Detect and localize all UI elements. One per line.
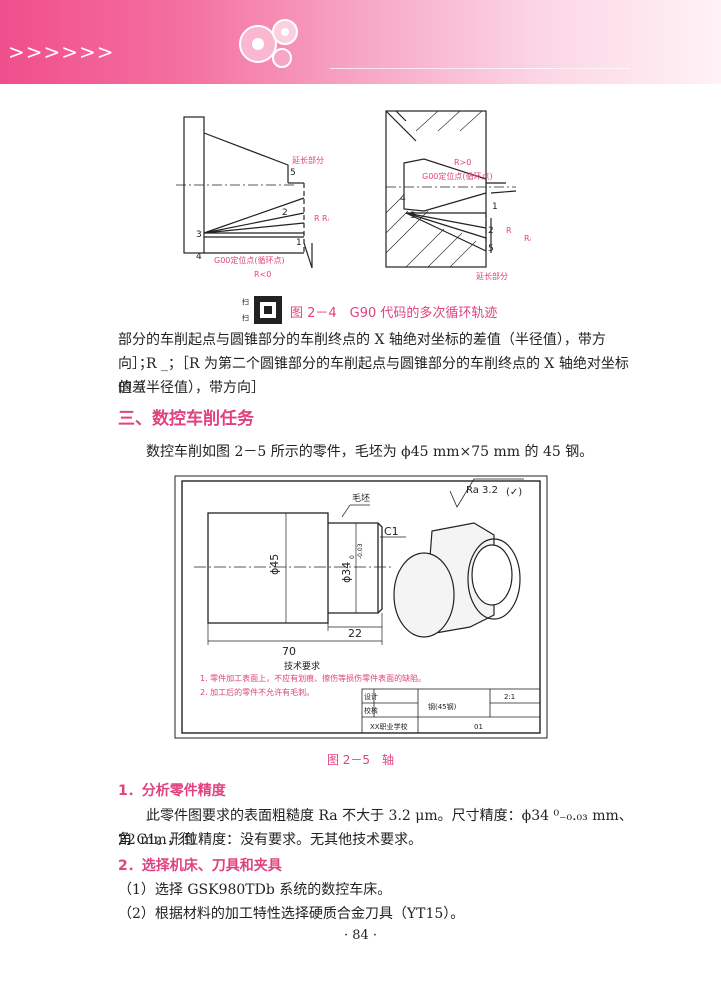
tech-title: 技术要求 (284, 660, 320, 672)
step2-item-1: （1）选择 GSK980TDb 系统的数控车床。 (118, 882, 392, 898)
section-heading: 三、数控车削任务 (118, 409, 254, 429)
label-r-lt0: R<0 (254, 270, 271, 279)
svg-text:XX职业学校: XX职业学校 (370, 722, 408, 731)
svg-text:Rᵢ: Rᵢ (322, 214, 329, 223)
paragraph-line-2: R _；［R 为第二个圆锥部分的车削起点与圆锥部分的车削终点的 X 轴绝对坐标的… (118, 356, 629, 396)
svg-text:R: R (506, 226, 512, 235)
tech-item-2: 2. 加工后的零件不允许有毛刺。 (200, 687, 314, 697)
step2-item-2: （2）根据材料的加工特性选择硬质合金刀具（YT15）。 (118, 906, 465, 922)
svg-text:5: 5 (290, 168, 296, 178)
svg-text:3: 3 (196, 230, 202, 240)
dim-phi45: ϕ45 (268, 554, 281, 575)
svg-text:2:1: 2:1 (504, 693, 515, 701)
svg-text:校核: 校核 (364, 706, 378, 715)
page-number: · 84 · (343, 928, 378, 943)
svg-text:2: 2 (488, 226, 494, 236)
paragraph-line-1: 部分的车削起点与圆锥部分的车削终点的 X 轴绝对坐标的差值（半径值），带方向］； (118, 332, 606, 372)
step1-line-2: 角 C1。形位精度：没有要求。无其他技术要求。 (118, 832, 423, 848)
step1-heading: 1．分析零件精度 (118, 783, 226, 799)
roughness-value: Ra 3.2 (466, 485, 498, 496)
diagram-left (176, 116, 313, 269)
label-g00-left: G00定位点(循环点) (214, 255, 285, 265)
figure-2-5: 70 22 ϕ45 ϕ34 0 -0.03 毛坯 C1 Ra 3.2 (✓) 技… (174, 475, 548, 739)
svg-text:4: 4 (196, 252, 202, 262)
svg-text:-0.03: -0.03 (357, 543, 364, 559)
intro-paragraph: 数控车削如图 2－5 所示的零件，毛坯为 ϕ45 mm×75 mm 的 45 钢… (146, 444, 594, 460)
svg-text:3: 3 (410, 211, 416, 221)
svg-text:扫: 扫 (242, 297, 249, 306)
label-chamfer: C1 (384, 525, 399, 538)
tech-item-1: 1. 零件加工表面上，不应有划痕、擦伤等损伤零件表面的缺陷。 (200, 673, 426, 683)
svg-text:扫: 扫 (242, 313, 249, 322)
svg-text:R: R (314, 214, 320, 223)
diagram-right (385, 110, 517, 268)
svg-text:5: 5 (488, 244, 494, 254)
label-r-gt0: R>0 (454, 158, 471, 167)
svg-text:钢(45钢): 钢(45钢) (428, 702, 457, 711)
dim-70: 70 (282, 645, 296, 658)
figure-2-5-caption: 图 2－5 轴 (326, 753, 395, 767)
label-extension-right: 延长部分 (476, 271, 508, 281)
svg-text:1: 1 (492, 202, 498, 212)
svg-text:0: 0 (349, 555, 356, 559)
header-band (0, 0, 721, 84)
svg-text:4: 4 (400, 194, 406, 204)
header-chevrons: >>>>>> (8, 40, 115, 64)
paragraph-line-3: 值（半径值），带方向］ (118, 380, 265, 396)
step1-line-1: 此零件图要求的表面粗糙度 Ra 不大于 3.2 μm。尺寸精度：ϕ34 ⁰₋₀.… (118, 808, 633, 848)
gear-icon (239, 19, 298, 68)
qr-code-icon[interactable]: 扫 扫 (242, 296, 282, 326)
svg-text:1: 1 (296, 238, 302, 248)
dim-phi34: ϕ34 (340, 562, 353, 583)
svg-text:设计: 设计 (364, 692, 378, 701)
svg-text:01: 01 (474, 723, 483, 731)
svg-text:Rᵢ: Rᵢ (524, 234, 531, 243)
figure-2-4-caption: 图 2－4 G90 代码的多次循环轨迹 (290, 306, 498, 321)
dim-22: 22 (348, 627, 362, 640)
header-line (330, 68, 630, 69)
figure-2-4: 5 2 3 4 1 延长部分 R Rᵢ G00定位点(循环点) R<0 (176, 110, 531, 281)
label-extension-left: 延长部分 (292, 155, 324, 165)
label-blank: 毛坯 (352, 492, 370, 504)
svg-text:2: 2 (282, 208, 288, 218)
step2-heading: 2．选择机床、刀具和夹具 (118, 858, 282, 874)
label-g00-right: G00定位点(循环点) (422, 171, 493, 181)
svg-text:(✓): (✓) (506, 487, 522, 498)
